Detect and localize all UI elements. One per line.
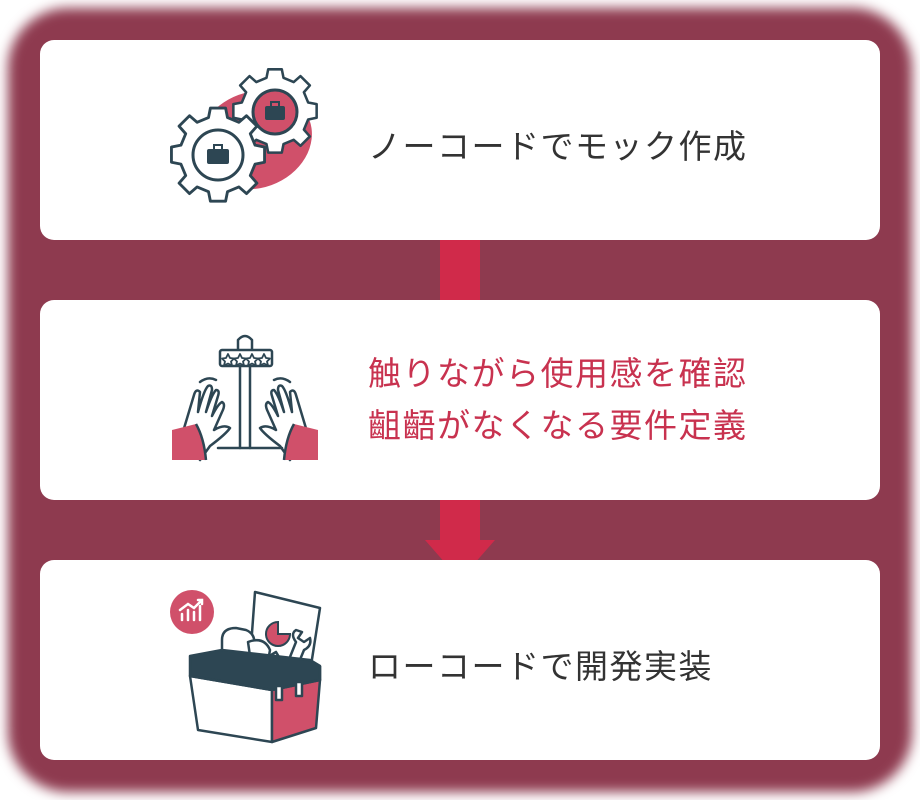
step-card-nocode-mock: ノーコードでモック作成 <box>40 40 880 240</box>
hands-rating-sign-icon <box>172 334 318 462</box>
gears-briefcase-icon <box>170 68 318 203</box>
step-label-line-2: 齟齬がなくなる要件定義 <box>368 406 748 445</box>
connector-bar <box>440 240 480 300</box>
step-label: ローコードで開発実装 <box>368 647 713 686</box>
step-card-lowcode-dev: ローコードで開発実装 <box>40 560 880 760</box>
step-label: ノーコードでモック作成 <box>368 127 748 166</box>
connector-arrow-shaft <box>440 500 480 542</box>
step-card-requirements: 触りながら使用感を確認 齟齬がなくなる要件定義 <box>40 300 880 500</box>
step-label-highlighted: 触りながら使用感を確認 齟齬がなくなる要件定義 <box>368 348 748 452</box>
step-label-line-1: 触りながら使用感を確認 <box>368 354 748 393</box>
toolbox-icon <box>170 590 322 744</box>
